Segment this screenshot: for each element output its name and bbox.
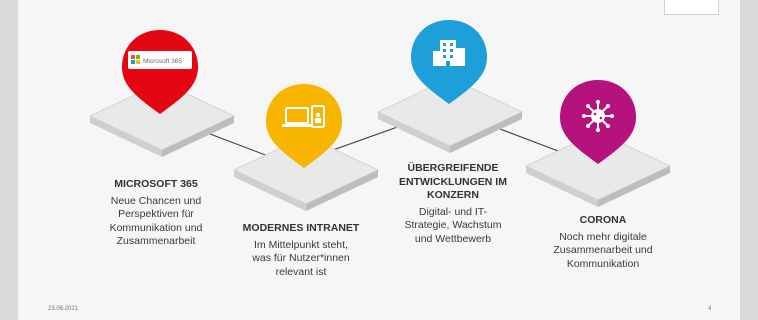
microsoft-365-logo	[128, 51, 192, 69]
left-margin	[0, 0, 18, 320]
building-icon	[433, 40, 465, 66]
step-description: Noch mehr digitale Zusammenarbeit und Ko…	[553, 230, 653, 270]
top-right-box	[664, 0, 719, 15]
page-number: 4	[708, 306, 712, 312]
step-caption-4: CORONA Noch mehr digitale Zusammenarbeit…	[530, 214, 676, 271]
pin-modernes-intranet	[266, 84, 342, 168]
step-caption-2: MODERNES INTRANET Im Mittelpunkt steht, …	[226, 222, 376, 279]
step-description: Neue Chancen und Perspektiven für Kommun…	[109, 194, 203, 248]
step-title: MODERNES INTRANET	[242, 222, 360, 234]
step-title: CORONA	[579, 214, 627, 226]
step-description: Digital- und IT- Strategie, Wachstum und…	[404, 205, 502, 245]
laptop-phone-icon	[282, 105, 325, 128]
pin-konzern	[411, 20, 487, 104]
logo-text: Microsoft 365	[143, 58, 182, 65]
footer-date: 23.06.2021	[48, 306, 79, 312]
pin-corona	[560, 80, 636, 164]
step-title: MICROSOFT 365	[114, 178, 198, 190]
right-margin	[740, 0, 758, 320]
platform-4	[524, 131, 672, 207]
pin-shape	[122, 30, 198, 114]
step-caption-1: MICROSOFT 365 Neue Chancen und Perspekti…	[82, 178, 230, 249]
platform-3	[376, 77, 524, 153]
step-caption-3: ÜBERGREIFENDE ENTWICKLUNGEN IM KONZERN D…	[380, 162, 526, 246]
step-title: ÜBERGREIFENDE ENTWICKLUNGEN IM KONZERN	[399, 162, 507, 201]
virus-icon	[582, 100, 614, 132]
step-description: Im Mittelpunkt steht, was für Nutzer*inn…	[252, 238, 350, 278]
platform-2	[232, 135, 380, 211]
pin-microsoft-365: Microsoft 365	[122, 30, 198, 114]
platform-1	[88, 81, 236, 157]
